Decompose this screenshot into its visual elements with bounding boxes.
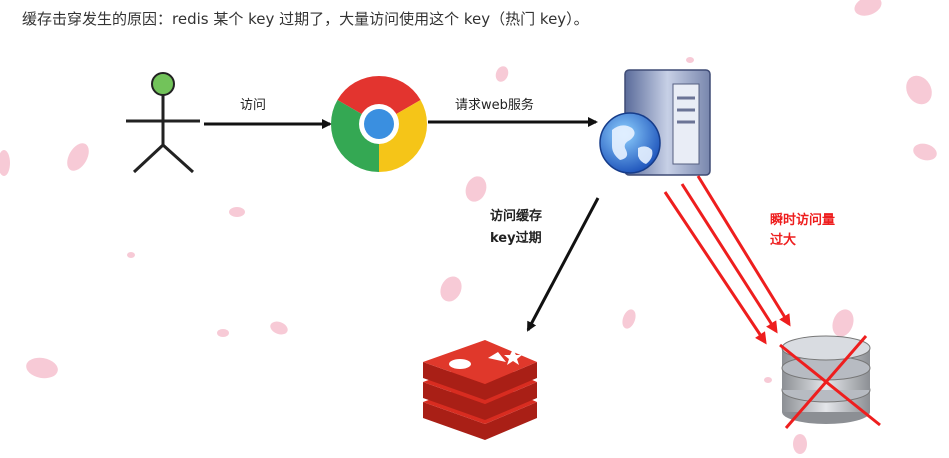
label-burst-line2: 过大 [770, 233, 797, 248]
label-cache-line2: key过期 [490, 231, 542, 246]
label-cache-access: 访问缓存 key过期 [490, 206, 542, 250]
label-burst-access: 瞬时访问量 过大 [770, 211, 835, 251]
user-figure [126, 72, 200, 174]
label-visit: 访问 [240, 98, 267, 113]
redis-icon [423, 340, 537, 440]
caption-text: 缓存击穿发生的原因：redis 某个 key 过期了，大量访问使用这个 key（… [22, 10, 589, 28]
chrome-browser-icon [330, 75, 428, 172]
web-server-icon [599, 69, 711, 176]
database-icon [781, 335, 871, 424]
database-cross-mark [779, 335, 881, 429]
burst-arrows [663, 175, 791, 345]
label-burst-line1: 瞬时访问量 [770, 213, 836, 228]
label-cache-line1: 访问缓存 [490, 209, 543, 224]
arrow-server-to-cache [526, 197, 600, 332]
label-request-web: 请求web服务 [455, 98, 534, 113]
